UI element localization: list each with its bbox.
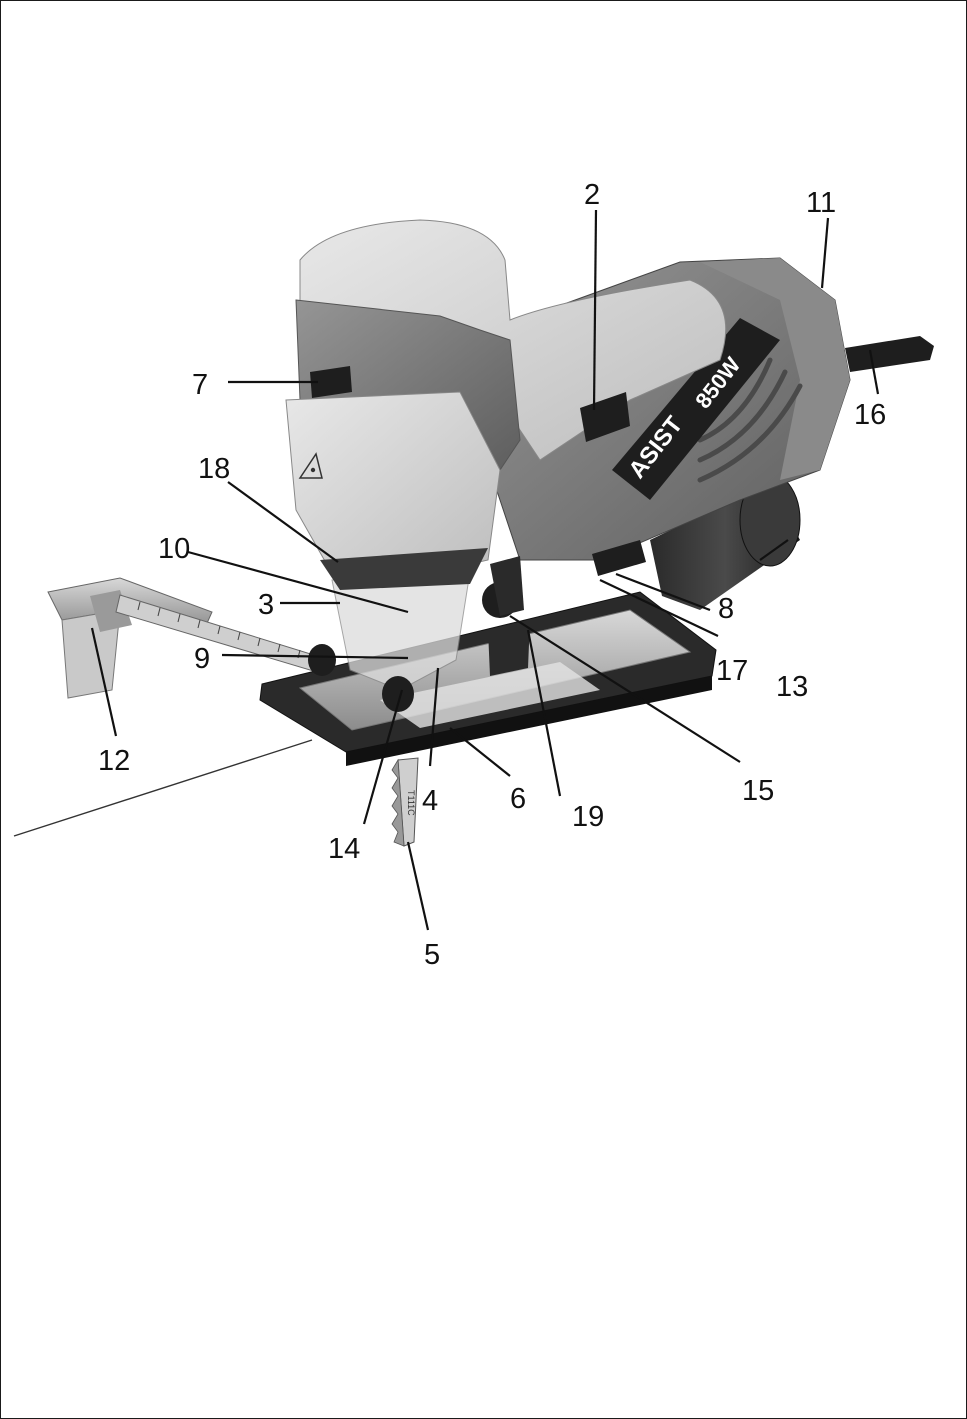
callout-7: 7 xyxy=(192,369,208,401)
callout-8: 8 xyxy=(718,593,734,625)
power-cable xyxy=(845,336,934,372)
work-surface-edge xyxy=(13,739,313,837)
callout-18: 18 xyxy=(198,453,230,485)
callout-13: 13 xyxy=(776,671,808,703)
leader-lines xyxy=(90,209,880,931)
guide-scale-ticks xyxy=(137,601,301,659)
saw-blade: T111C xyxy=(391,757,419,847)
brand-label: ASIST 850W xyxy=(612,318,780,500)
callout-5: 5 xyxy=(424,939,440,971)
callout-16: 16 xyxy=(854,399,886,431)
laser-switch xyxy=(310,366,352,398)
pendulum-action-lever xyxy=(482,556,524,618)
callout-15: 15 xyxy=(742,775,774,807)
callout-3: 3 xyxy=(258,589,274,621)
callout-4: 4 xyxy=(422,785,438,817)
blade-marking: T111C xyxy=(406,790,416,816)
blade-holder xyxy=(488,620,530,676)
callout-14: 14 xyxy=(328,833,360,865)
bevel-locking-knobs xyxy=(308,644,414,712)
speed-selector-switch xyxy=(592,540,646,576)
callout-11: 11 xyxy=(806,187,836,219)
callout-6: 6 xyxy=(510,783,526,815)
callout-19: 19 xyxy=(572,801,604,833)
callout-labels: 2 11 7 16 18 10 3 9 8 17 13 12 4 6 19 15… xyxy=(98,179,886,971)
callout-9: 9 xyxy=(194,643,210,675)
on-off-switch xyxy=(580,392,630,442)
base-plate xyxy=(259,591,717,766)
laser-warning-icon xyxy=(298,452,323,479)
callout-17: 17 xyxy=(716,655,748,687)
ventilation-slots xyxy=(697,357,803,483)
callout-2: 2 xyxy=(584,179,600,211)
callout-12: 12 xyxy=(98,745,130,777)
callout-10: 10 xyxy=(158,533,190,565)
